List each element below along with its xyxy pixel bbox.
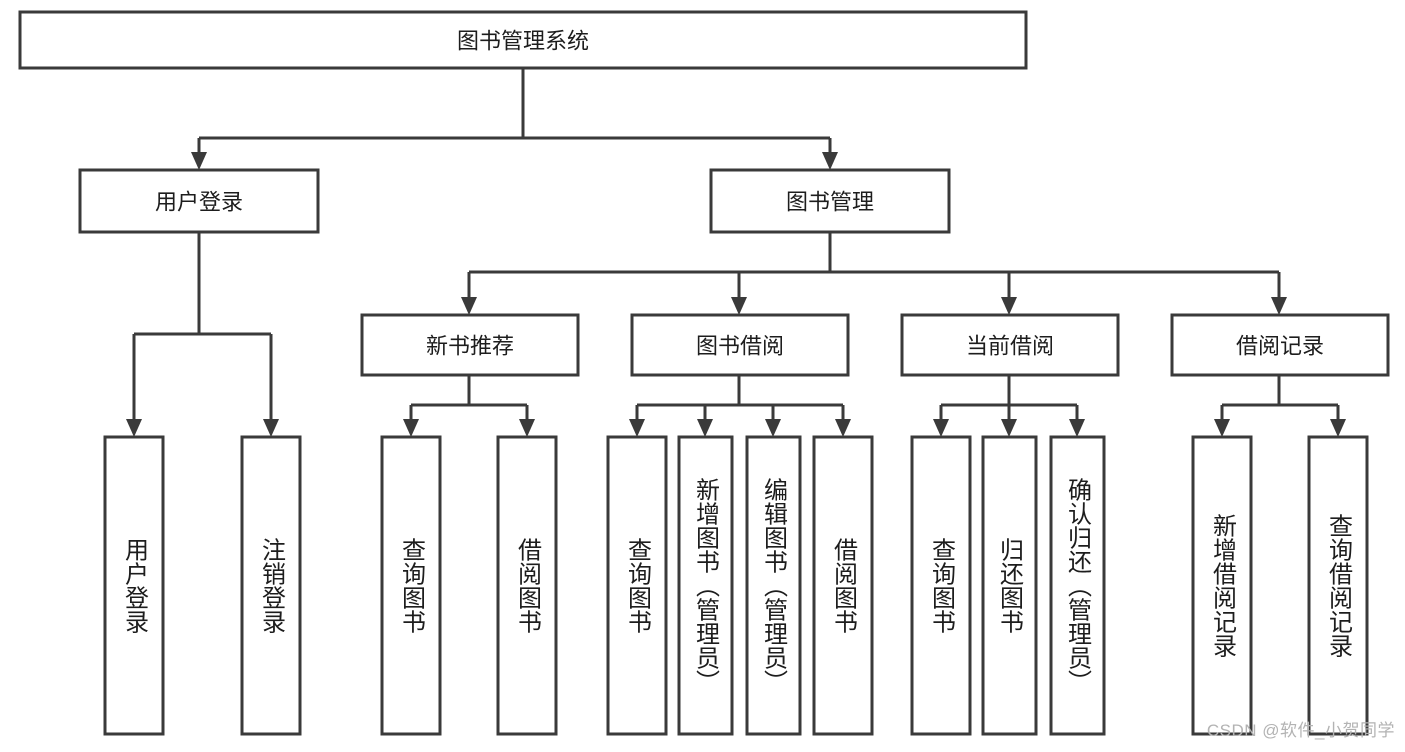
- leaf-current-borrow-2-label: 归还图书: [996, 537, 1024, 633]
- leaf-borrow-records-1[interactable]: 新增借阅记录: [1191, 435, 1253, 736]
- node-book-manage[interactable]: 图书管理: [709, 168, 951, 234]
- arrow-head-leaf-borrow-records-2: [1330, 419, 1346, 437]
- node-book-borrow[interactable]: 图书借阅: [630, 313, 850, 377]
- leaf-new-book-1[interactable]: 查询图书: [380, 435, 442, 736]
- leaf-new-book-2-label: 借阅图书: [514, 537, 542, 633]
- leaf-current-borrow-1-label: 查询图书: [928, 537, 956, 633]
- leaf-book-borrow-2-label: 新增图书（管理员）: [692, 478, 720, 694]
- node-book-borrow-label: 图书借阅: [696, 334, 784, 359]
- node-new-book-recommend[interactable]: 新书推荐: [360, 313, 580, 377]
- leaf-book-borrow-1-label: 查询图书: [624, 537, 652, 633]
- node-borrow-records-label: 借阅记录: [1236, 334, 1324, 359]
- arrow-head-book-borrow: [731, 297, 747, 315]
- node-user-login[interactable]: 用户登录: [78, 168, 320, 234]
- node-current-borrow[interactable]: 当前借阅: [900, 313, 1120, 377]
- leaf-current-borrow-3-label: 确认归还（管理员）: [1064, 478, 1092, 694]
- leaf-user-login-2[interactable]: 注销登录: [240, 435, 302, 736]
- leaf-book-borrow-3[interactable]: 编辑图书（管理员）: [745, 435, 802, 736]
- node-user-login-label: 用户登录: [155, 190, 243, 215]
- arrow-head-leaf-current-borrow-2: [1001, 419, 1017, 437]
- node-new-book-recommend-label: 新书推荐: [426, 334, 514, 359]
- node-root-label: 图书管理系统: [457, 29, 589, 54]
- arrow-head-leaf-book-borrow-1: [629, 419, 645, 437]
- leaf-user-login-1-label: 用户登录: [121, 537, 149, 633]
- arrow-head-leaf-book-borrow-4: [835, 419, 851, 437]
- leaf-borrow-records-2-label: 查询借阅记录: [1325, 513, 1353, 657]
- arrow-head-leaf-new-book-2: [519, 419, 535, 437]
- leaf-book-borrow-2[interactable]: 新增图书（管理员）: [677, 435, 734, 736]
- arrow-head-new-book-recommend: [461, 297, 477, 315]
- leaf-borrow-records-1-label: 新增借阅记录: [1209, 513, 1237, 657]
- node-root-system[interactable]: 图书管理系统: [18, 10, 1028, 70]
- arrow-head-current-borrow: [1001, 297, 1017, 315]
- leaf-book-borrow-4[interactable]: 借阅图书: [812, 435, 874, 736]
- leaf-book-borrow-1[interactable]: 查询图书: [606, 435, 668, 736]
- arrow-head-leaf-borrow-records-1: [1214, 419, 1230, 437]
- leaf-book-borrow-4-label: 借阅图书: [830, 537, 858, 633]
- arrow-head-leaf-current-borrow-3: [1069, 419, 1085, 437]
- leaf-new-book-2[interactable]: 借阅图书: [496, 435, 558, 736]
- arrow-head-leaf-new-book-1: [403, 419, 419, 437]
- arrow-head-leaf-user-login-1: [126, 419, 142, 437]
- leaf-user-login-1[interactable]: 用户登录: [103, 435, 165, 736]
- leaf-borrow-records-2[interactable]: 查询借阅记录: [1307, 435, 1369, 736]
- leaf-user-login-2-label: 注销登录: [258, 537, 286, 633]
- arrow-head-leaf-current-borrow-1: [933, 419, 949, 437]
- connector-layer: [126, 68, 1346, 437]
- leaf-current-borrow-1[interactable]: 查询图书: [910, 435, 972, 736]
- leaf-current-borrow-2[interactable]: 归还图书: [981, 435, 1038, 736]
- arrow-head-leaf-user-login-2: [263, 419, 279, 437]
- arrow-head-user-login: [191, 152, 207, 170]
- arrow-head-book-manage: [822, 152, 838, 170]
- leaf-book-borrow-3-label: 编辑图书（管理员）: [760, 478, 788, 694]
- node-current-borrow-label: 当前借阅: [966, 334, 1054, 359]
- leaf-current-borrow-3[interactable]: 确认归还（管理员）: [1049, 435, 1106, 736]
- arrow-head-leaf-book-borrow-2: [697, 419, 713, 437]
- arrow-head-leaf-book-borrow-3: [765, 419, 781, 437]
- leaf-new-book-1-label: 查询图书: [398, 537, 426, 633]
- node-borrow-records[interactable]: 借阅记录: [1170, 313, 1390, 377]
- arrow-head-borrow-records: [1271, 297, 1287, 315]
- node-book-manage-label: 图书管理: [786, 190, 874, 215]
